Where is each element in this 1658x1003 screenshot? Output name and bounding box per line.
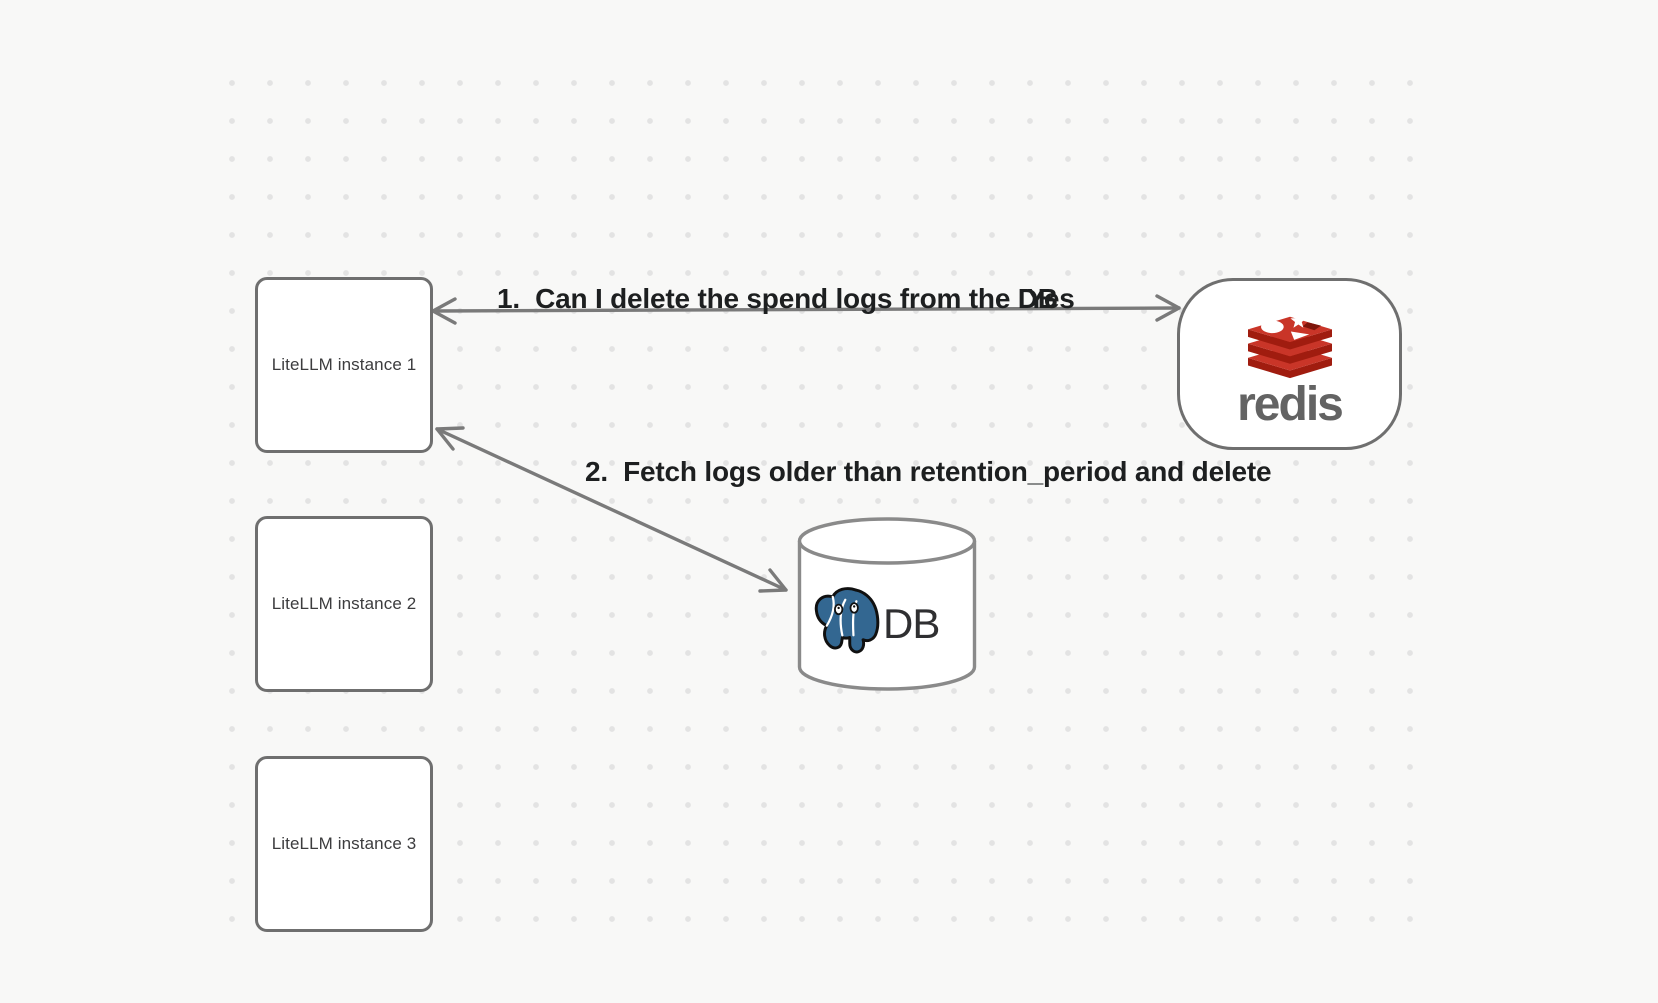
annotation-step2: 2. Fetch logs older than retention_perio… (585, 456, 1272, 487)
annotation-step1-response: Yes (1027, 283, 1075, 314)
database-label: DB (883, 600, 940, 647)
arrowhead-upper-icon (435, 426, 465, 451)
redis-logo-icon (1247, 312, 1332, 379)
litellm-instance-3-label: LiteLLM instance 3 (271, 834, 417, 853)
arrow-litellm1-redis (431, 294, 1181, 325)
litellm-instance-2-label: LiteLLM instance 2 (271, 594, 417, 613)
annotation-step1: 1. Can I delete the spend logs from the … (497, 283, 1058, 314)
node-litellm-instance-2: LiteLLM instance 2 (255, 516, 433, 692)
node-litellm-instance-3: LiteLLM instance 3 (255, 756, 433, 932)
postgresql-elephant-icon (814, 587, 880, 654)
node-redis: redis (1177, 278, 1402, 450)
arrowhead-right-icon (1155, 294, 1181, 322)
arrow-litellm1-db (435, 426, 788, 593)
arrowhead-left-icon (431, 297, 457, 325)
node-litellm-instance-1: LiteLLM instance 1 (255, 277, 433, 453)
database-cylinder (797, 517, 977, 691)
litellm-instance-1-label: LiteLLM instance 1 (271, 355, 417, 374)
redis-wordmark: redis (1237, 378, 1344, 431)
arrowhead-lower-icon (758, 568, 788, 593)
